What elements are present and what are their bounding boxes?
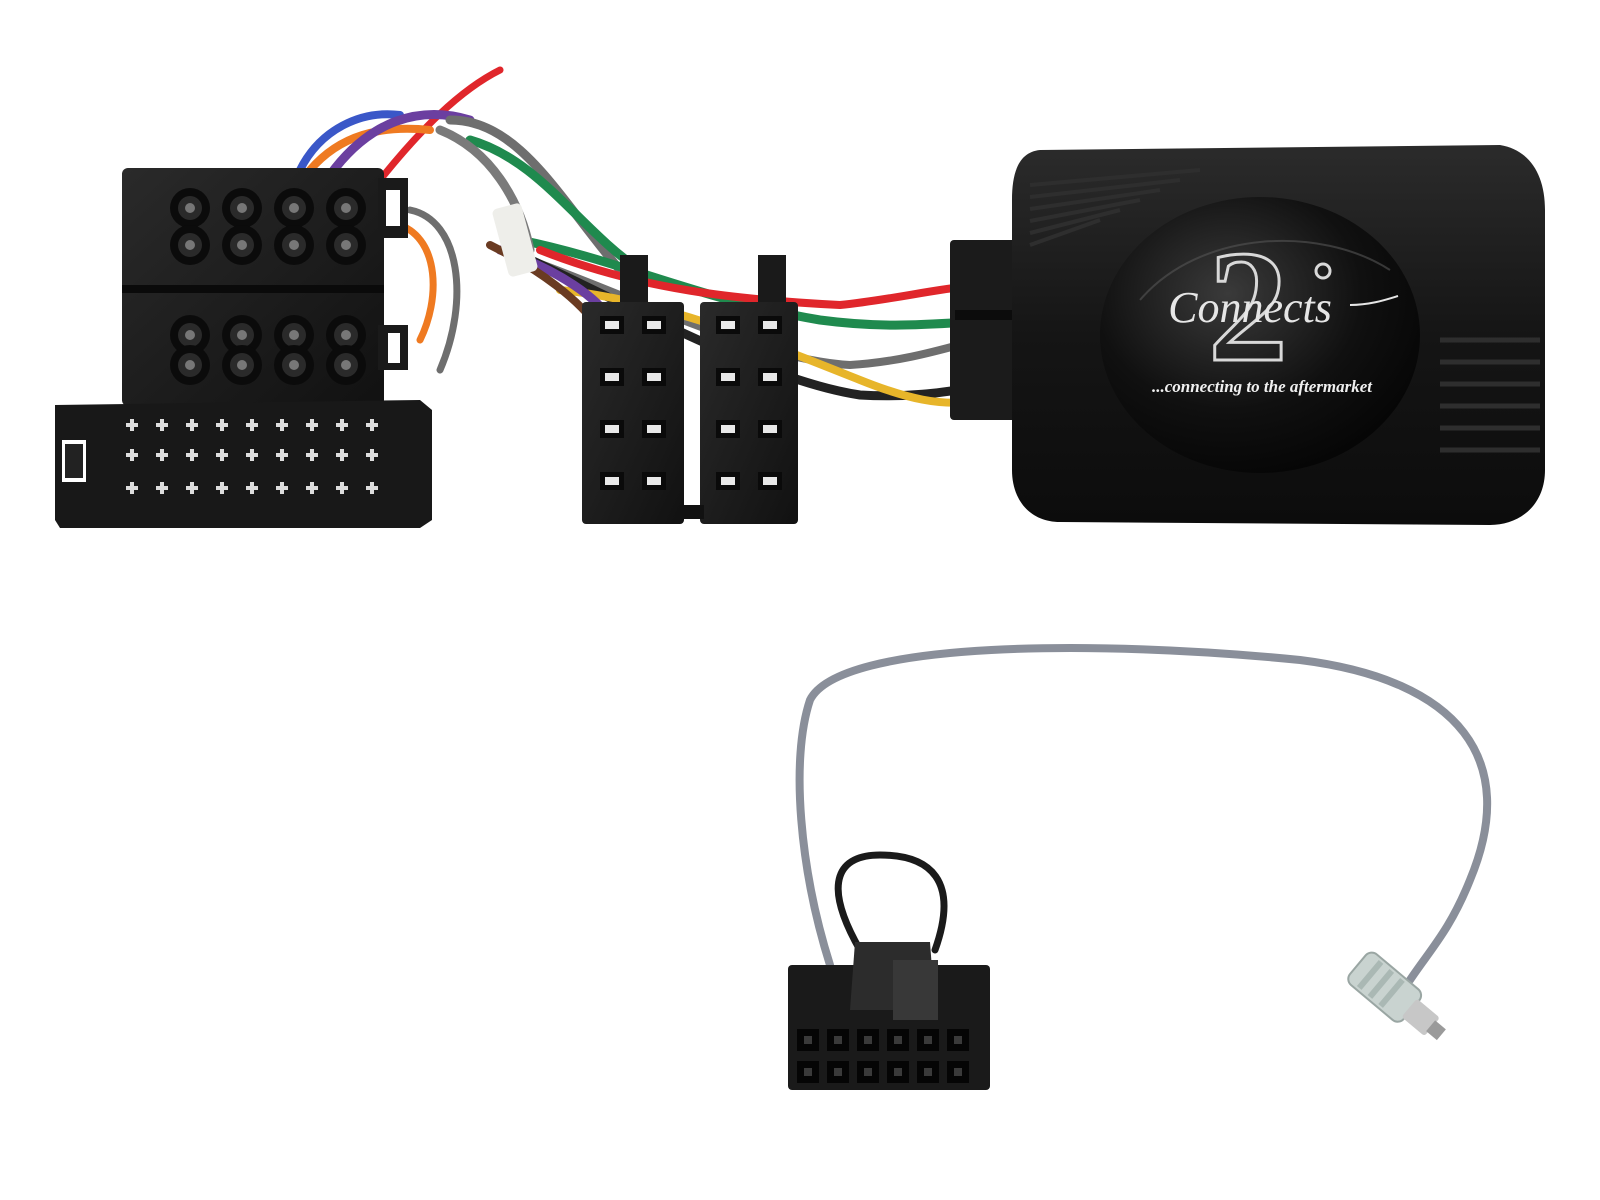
wire-green	[465, 135, 645, 275]
connector-12pin	[788, 942, 990, 1090]
socket	[370, 449, 374, 461]
socket	[190, 449, 194, 461]
wire-orange-loop	[396, 221, 437, 344]
pin-grid-20	[126, 419, 378, 494]
connector-16pin	[122, 168, 408, 406]
iso-connector-left	[582, 255, 684, 524]
socket	[130, 449, 134, 461]
brand-logo: 2 Connects ...connecting to the aftermar…	[1152, 216, 1399, 397]
socket	[310, 482, 314, 494]
pin-grid-16	[170, 188, 366, 385]
socket	[280, 419, 284, 431]
socket	[160, 482, 164, 494]
wire-red-main	[536, 246, 974, 310]
patch-lead	[795, 644, 1492, 984]
iso-connector-right	[700, 255, 798, 524]
socket	[160, 449, 164, 461]
socket	[220, 482, 224, 494]
connector-20pin	[55, 400, 432, 528]
interface-box	[950, 145, 1545, 525]
socket	[190, 482, 194, 494]
socket	[280, 449, 284, 461]
box-plug	[950, 240, 1020, 420]
socket	[130, 419, 134, 431]
cable-tie	[492, 203, 538, 277]
wire-grey	[445, 115, 625, 275]
box-ribs	[1029, 168, 1540, 453]
wire-grey-loop	[406, 206, 461, 374]
logo-numeral: 2	[1208, 217, 1288, 395]
coax-connector	[1347, 951, 1446, 1041]
socket	[220, 449, 224, 461]
socket	[310, 449, 314, 461]
socket	[250, 482, 254, 494]
socket	[370, 419, 374, 431]
logo-dot	[1314, 262, 1332, 280]
socket	[310, 419, 314, 431]
socket	[370, 482, 374, 494]
socket	[130, 482, 134, 494]
pin-grid-12	[797, 1029, 969, 1083]
black-loop	[834, 851, 948, 954]
socket	[160, 419, 164, 431]
grey-cable	[795, 644, 1492, 984]
socket	[340, 419, 344, 431]
socket	[250, 419, 254, 431]
socket	[220, 419, 224, 431]
socket	[280, 482, 284, 494]
socket	[340, 482, 344, 494]
logo-swoosh	[1349, 295, 1399, 306]
socket	[190, 419, 194, 431]
logo-wordmark: Connects	[1168, 283, 1332, 332]
socket	[340, 449, 344, 461]
socket	[250, 449, 254, 461]
logo-tagline: ...connecting to the aftermarket	[1152, 377, 1373, 396]
wire-blue	[296, 110, 404, 174]
